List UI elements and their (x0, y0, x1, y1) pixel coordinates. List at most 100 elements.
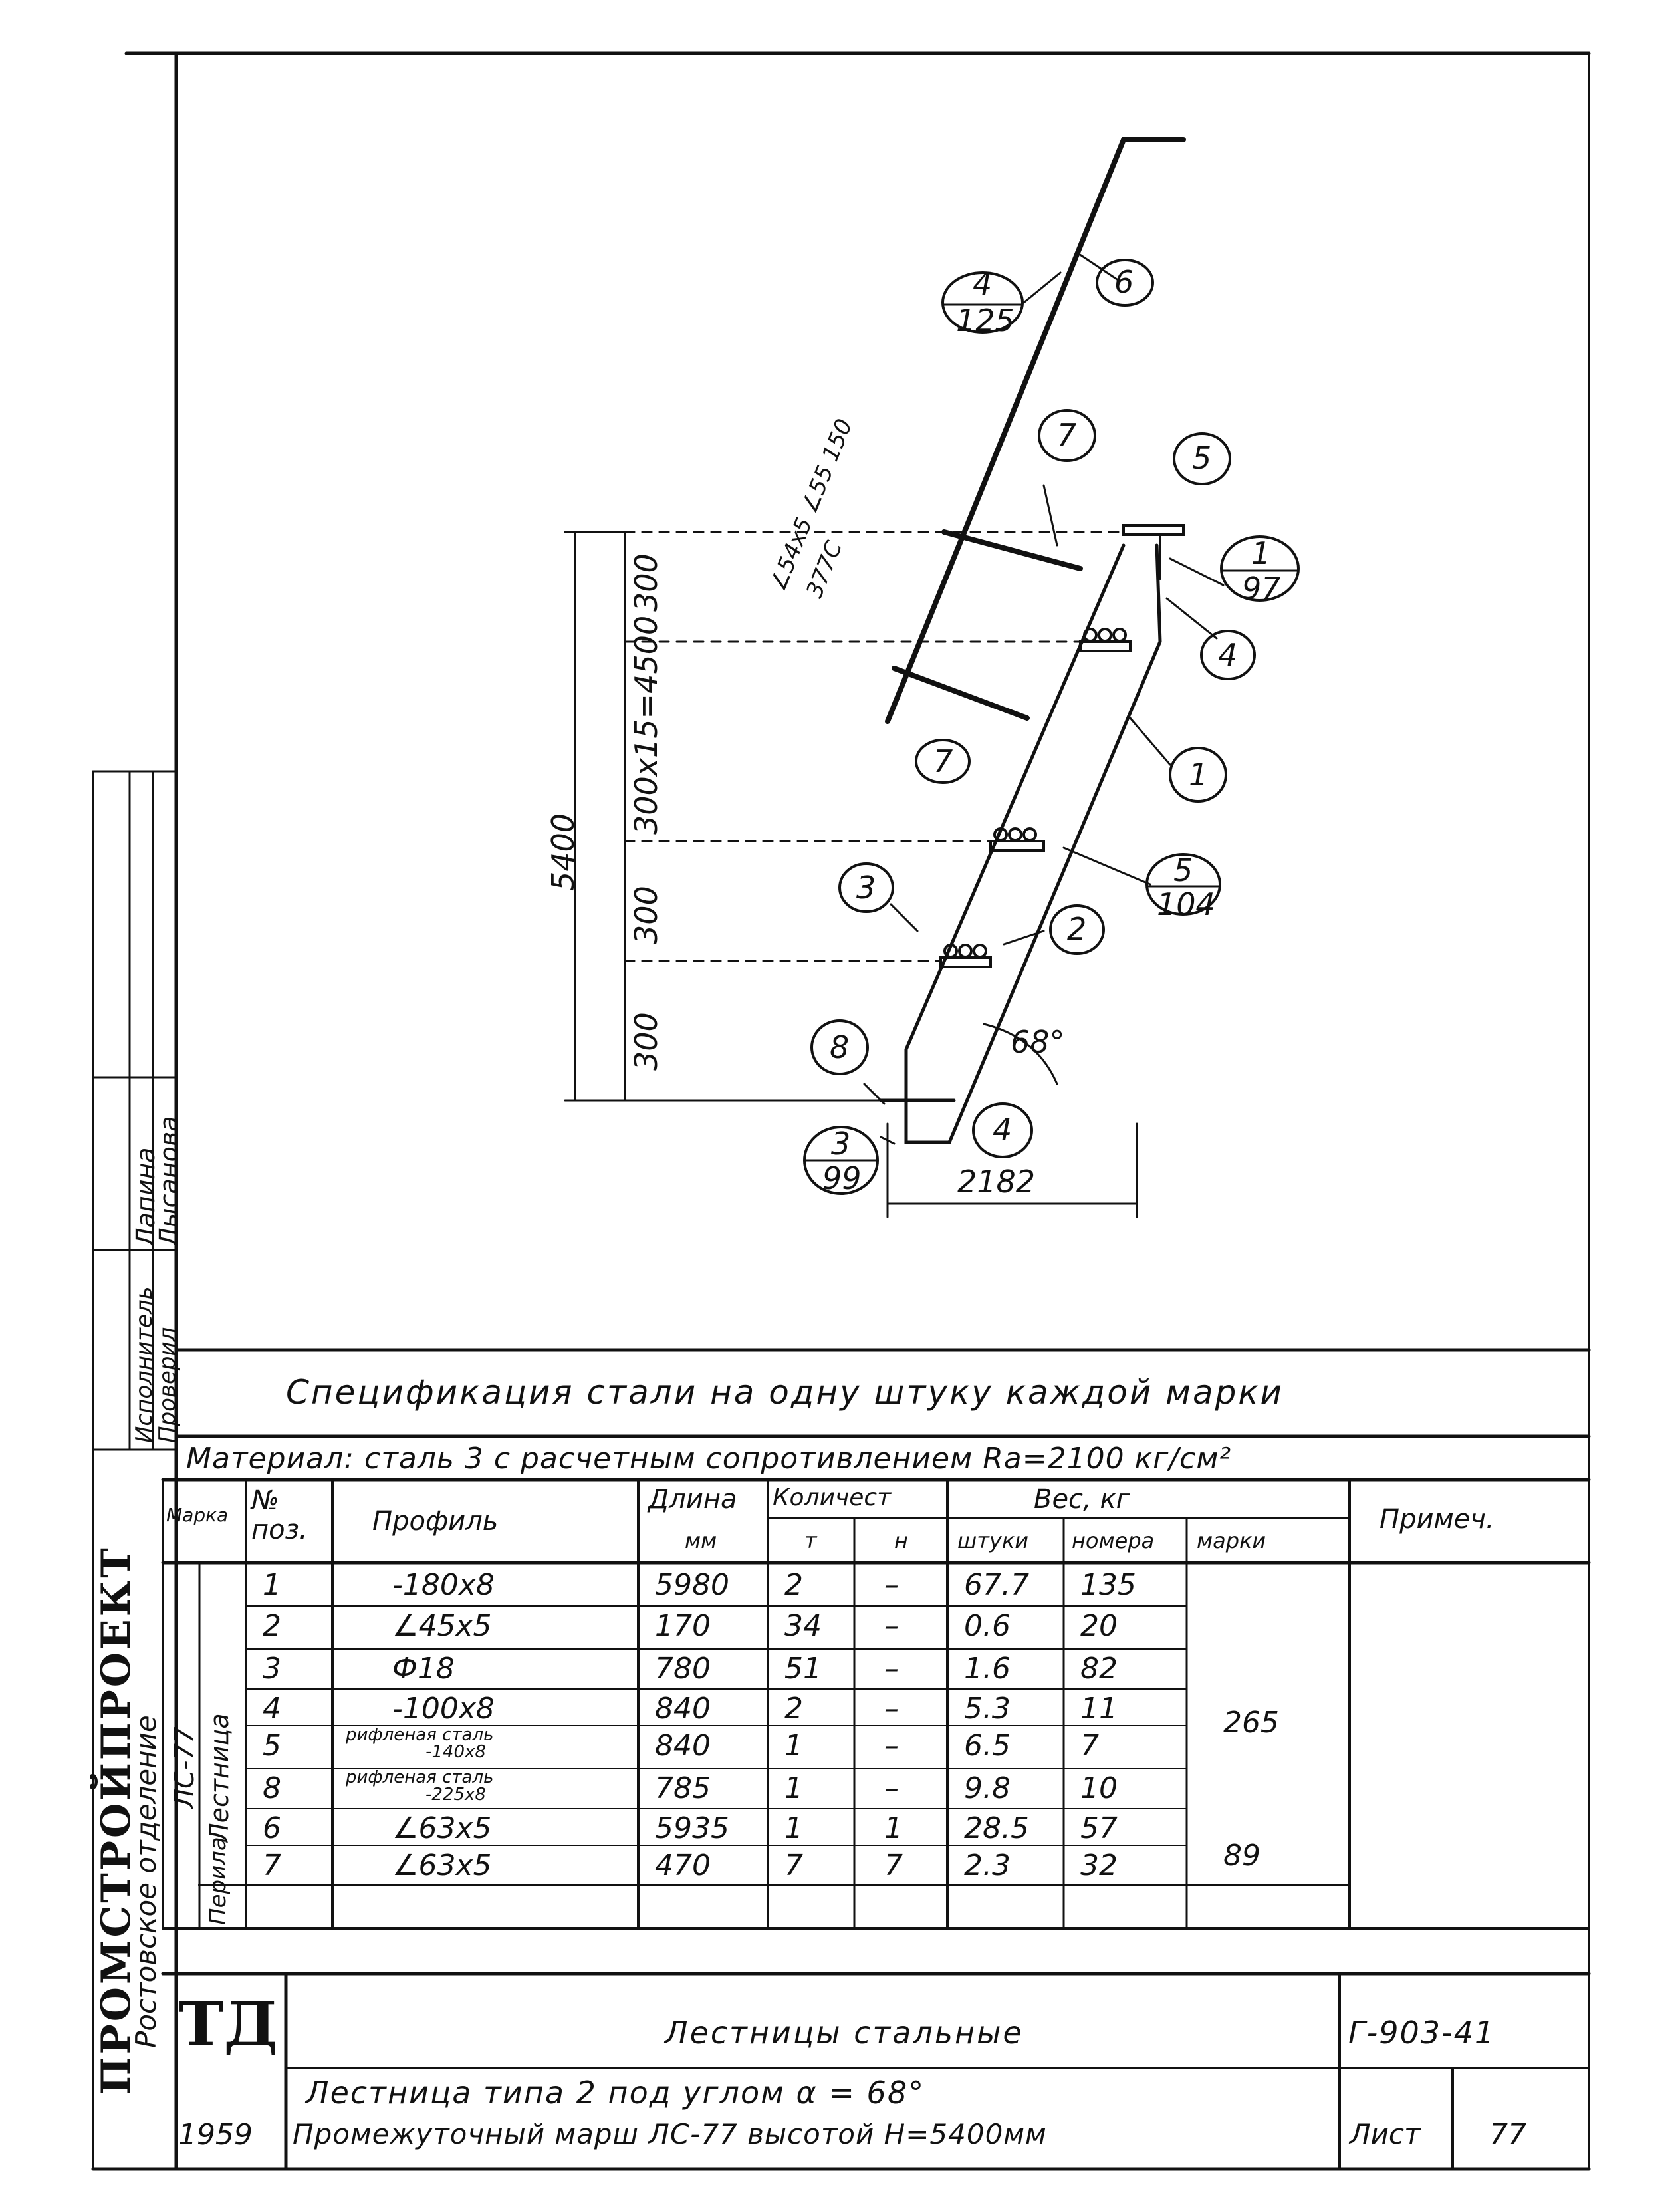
callout-4-top-circle (1200, 630, 1256, 680)
spec-cell-profile: Ф18 (392, 1652, 455, 1686)
spec-cell-total: 10 (1080, 1771, 1118, 1805)
callout-1-97-num: 1 (1251, 535, 1271, 571)
callout-1-circle (1169, 747, 1227, 803)
spec-cell-length: 5980 (655, 1568, 729, 1602)
spec-cell-piece: 28.5 (964, 1811, 1029, 1845)
hdr-w-total: номера (1072, 1528, 1155, 1553)
hdr-mark: Марка (166, 1504, 229, 1526)
spec-cell-profile: -180x8 (392, 1568, 495, 1602)
spec-cell-profile-size: -225x8 (425, 1785, 486, 1805)
hdr-length: Длина (648, 1484, 737, 1515)
callout-3-99-num: 3 (831, 1126, 851, 1162)
hdr-qty: Количест (773, 1484, 892, 1511)
spec-cell-piece: 6.5 (964, 1729, 1011, 1763)
leader-5-104 (1062, 846, 1151, 886)
callout-8-label: 8 (830, 1029, 850, 1065)
callout-7-top-circle (1038, 409, 1096, 462)
leader-3-99 (880, 1136, 896, 1145)
dim-angle: 68° (1011, 1024, 1065, 1060)
spec-material: Материал: сталь 3 с расчетным сопротивле… (186, 1442, 1232, 1476)
tb-line1: Лестницы стальные (665, 2015, 1024, 2051)
spec-cell-length: 5935 (655, 1811, 729, 1845)
spec-cell-n: – (884, 1652, 899, 1686)
spec-cell-piece: 2.3 (964, 1849, 1011, 1882)
spec-cell-piece: 0.6 (964, 1609, 1011, 1643)
spec-cell-total: 82 (1080, 1652, 1118, 1686)
tread-1 (1079, 628, 1132, 652)
spec-cell-n: 1 (884, 1811, 903, 1845)
callout-5-circle (1173, 432, 1231, 485)
leader-4-125 (1022, 271, 1062, 304)
callout-1-97-circle (1220, 535, 1300, 602)
tb-year: 1959 (178, 2118, 253, 2152)
mark-name: ЛС-77 (170, 1726, 200, 1809)
callout-2-label: 2 (1067, 911, 1087, 947)
spec-cell-piece: 1.6 (964, 1652, 1011, 1686)
callout-4-bottom-circle (972, 1102, 1033, 1158)
dim-step-a: 300 (628, 886, 664, 944)
spec-cell-total: 20 (1080, 1609, 1118, 1643)
tread-2 (989, 827, 1045, 852)
callout-6-circle (1096, 259, 1154, 307)
spec-title: Спецификация стали на одну штуку каждой … (286, 1373, 1284, 1412)
group-ladder: Лестница (205, 1713, 234, 1842)
hdr-note: Примеч. (1380, 1504, 1495, 1535)
spec-cell-profile: рифленая сталь (346, 1725, 494, 1745)
hdr-weight: Вес, кг (1034, 1484, 1130, 1515)
callout-4-top-label: 4 (1218, 637, 1238, 673)
callout-6-label: 6 (1114, 264, 1134, 300)
spec-cell-profile-size: -140x8 (425, 1742, 486, 1762)
callout-7-mid-circle (915, 739, 971, 784)
top-plate (1122, 524, 1185, 536)
callout-8-circle (810, 1019, 869, 1075)
spec-cell-n: – (884, 1771, 899, 1805)
callout-3-99-den: 99 (822, 1160, 862, 1196)
spec-cell-n: – (884, 1609, 899, 1643)
leader-4-top (1165, 597, 1218, 640)
tb-sheet-label: Лист (1350, 2118, 1421, 2150)
stringer-outline (904, 543, 1162, 1144)
tb-sheet-num: 77 (1489, 2118, 1526, 2152)
spec-cell-t: 2 (784, 1692, 803, 1726)
hdr-qty-t: т (804, 1528, 817, 1553)
spec-cell-total: 7 (1080, 1729, 1099, 1763)
railing-post-1 (941, 529, 1083, 571)
callout-4-125-num: 4 (973, 266, 993, 302)
callout-5-104-num: 5 (1173, 852, 1193, 888)
spec-cell-pos: 7 (263, 1849, 281, 1882)
callout-7-top-label: 7 (1057, 417, 1077, 453)
railing-line (885, 137, 1186, 724)
spec-cell-t: 1 (784, 1771, 803, 1805)
leader-1 (1129, 717, 1171, 766)
spec-cell-pos: 2 (263, 1609, 281, 1643)
callout-4-bottom-label: 4 (993, 1112, 1013, 1148)
callout-4-125-den: 125 (956, 303, 1015, 338)
spec-cell-length: 785 (655, 1771, 711, 1805)
hdr-pos: № поз. (251, 1485, 308, 1545)
callout-1-label: 1 (1189, 757, 1209, 793)
spec-cell-piece: 9.8 (964, 1771, 1011, 1805)
leader-1-97 (1169, 557, 1225, 586)
spec-cell-length: 840 (655, 1729, 711, 1763)
spec-cell-n: 7 (884, 1849, 903, 1882)
spec-cell-total: 135 (1080, 1568, 1136, 1602)
spec-cell-pos: 6 (263, 1811, 281, 1845)
org-branch: Ростовское отделение (130, 1715, 162, 2048)
spec-cell-pos: 5 (263, 1729, 281, 1763)
spec-cell-total: 11 (1080, 1692, 1118, 1726)
callout-7-mid-label: 7 (933, 743, 953, 779)
spec-cell-t: 1 (784, 1729, 803, 1763)
callout-5-104-den: 104 (1157, 886, 1215, 922)
spec-cell-pos: 3 (263, 1652, 281, 1686)
spec-cell-t: 51 (784, 1652, 822, 1686)
angle-arc (983, 1023, 1058, 1085)
hdr-profile: Профиль (372, 1506, 499, 1537)
spec-cell-profile: ∠45x5 (392, 1609, 492, 1643)
spec-cell-piece: 67.7 (964, 1568, 1029, 1602)
leader-7-top (1042, 484, 1058, 547)
leader-3 (890, 903, 919, 932)
executor-label: Исполнитель (131, 1286, 158, 1443)
spec-cell-length: 170 (655, 1609, 711, 1643)
callout-5-label: 5 (1192, 440, 1212, 476)
